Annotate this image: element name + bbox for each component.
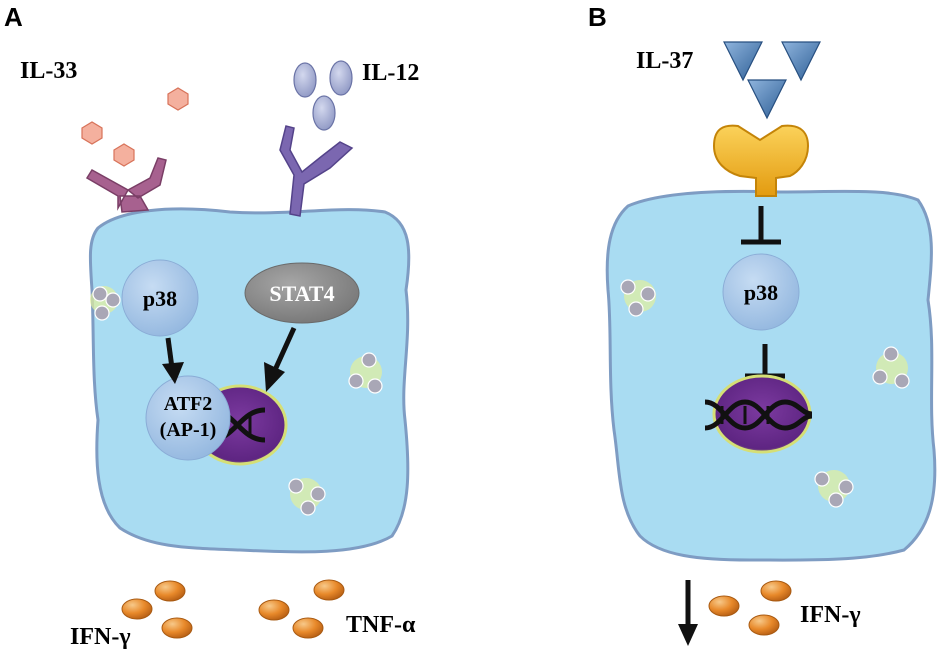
cytokine-ellipse: [748, 614, 780, 636]
stat4-node: [244, 262, 360, 324]
ap1-label: (AP-1): [160, 419, 217, 441]
ifn-gamma-label: IFN-γ: [800, 602, 861, 628]
p38-node: [121, 259, 199, 337]
il12-ligands: [293, 60, 353, 131]
il12-subunit: [329, 60, 353, 96]
vesicle-cluster: [872, 346, 910, 389]
cytokine-ellipse: [161, 617, 193, 639]
vesicle-cluster: [814, 470, 854, 508]
il33-label: IL-33: [20, 58, 77, 84]
ifn-gamma-label: IFN-γ: [70, 624, 131, 650]
inhibition-arrow: [741, 206, 781, 245]
panel-b-letter: B: [588, 2, 607, 32]
il37-ligands: [723, 41, 821, 120]
atf2-node: [145, 375, 231, 461]
decrease-arrow: [678, 580, 698, 646]
vesicle-cluster: [348, 352, 383, 394]
il12-label: IL-12: [362, 60, 419, 86]
il12-receptor: [279, 125, 354, 217]
il33-receptor: [85, 157, 167, 213]
cytokine-ellipse: [760, 580, 792, 602]
activation-arrow: [264, 326, 297, 392]
il37-triangle: [723, 41, 763, 82]
il37-label: IL-37: [636, 48, 693, 74]
p38-label: p38: [143, 286, 177, 311]
stat4-label: STAT4: [269, 281, 334, 306]
panel-b: B IL-37 p38: [588, 2, 937, 646]
il12-subunit: [293, 62, 317, 98]
il12-subunit: [312, 95, 336, 131]
cytokine-ellipse: [121, 598, 153, 620]
atf2-label: ATF2: [164, 393, 213, 415]
il33-ligands: [81, 87, 189, 167]
vesicle-cluster: [90, 286, 121, 321]
cytokine-ellipse: [313, 579, 345, 601]
dna-icon: [704, 399, 813, 431]
vesicle-cluster: [288, 478, 326, 516]
il37-triangle: [781, 41, 821, 82]
il33-hexagon: [113, 143, 135, 167]
cytokine-group: [121, 579, 345, 639]
cytokine-group: [708, 580, 792, 636]
vesicle-cluster: [620, 279, 656, 317]
panel-a-letter: A: [4, 2, 23, 32]
il33-hexagon: [167, 87, 189, 111]
tnf-alpha-label: TNF-α: [346, 612, 416, 638]
p38-label: p38: [744, 280, 778, 305]
cytokine-ellipse: [258, 599, 290, 621]
il33-hexagon: [81, 121, 103, 145]
cytokine-ellipse: [708, 595, 740, 617]
panel-a: A IL-33 IL-12: [4, 2, 419, 650]
p38-node: [722, 253, 800, 331]
cytokine-ellipse: [154, 580, 186, 602]
cytokine-ellipse: [292, 617, 324, 639]
il37-receptor: [712, 124, 810, 197]
activation-arrow: [162, 337, 184, 384]
il37-triangle: [747, 79, 787, 120]
